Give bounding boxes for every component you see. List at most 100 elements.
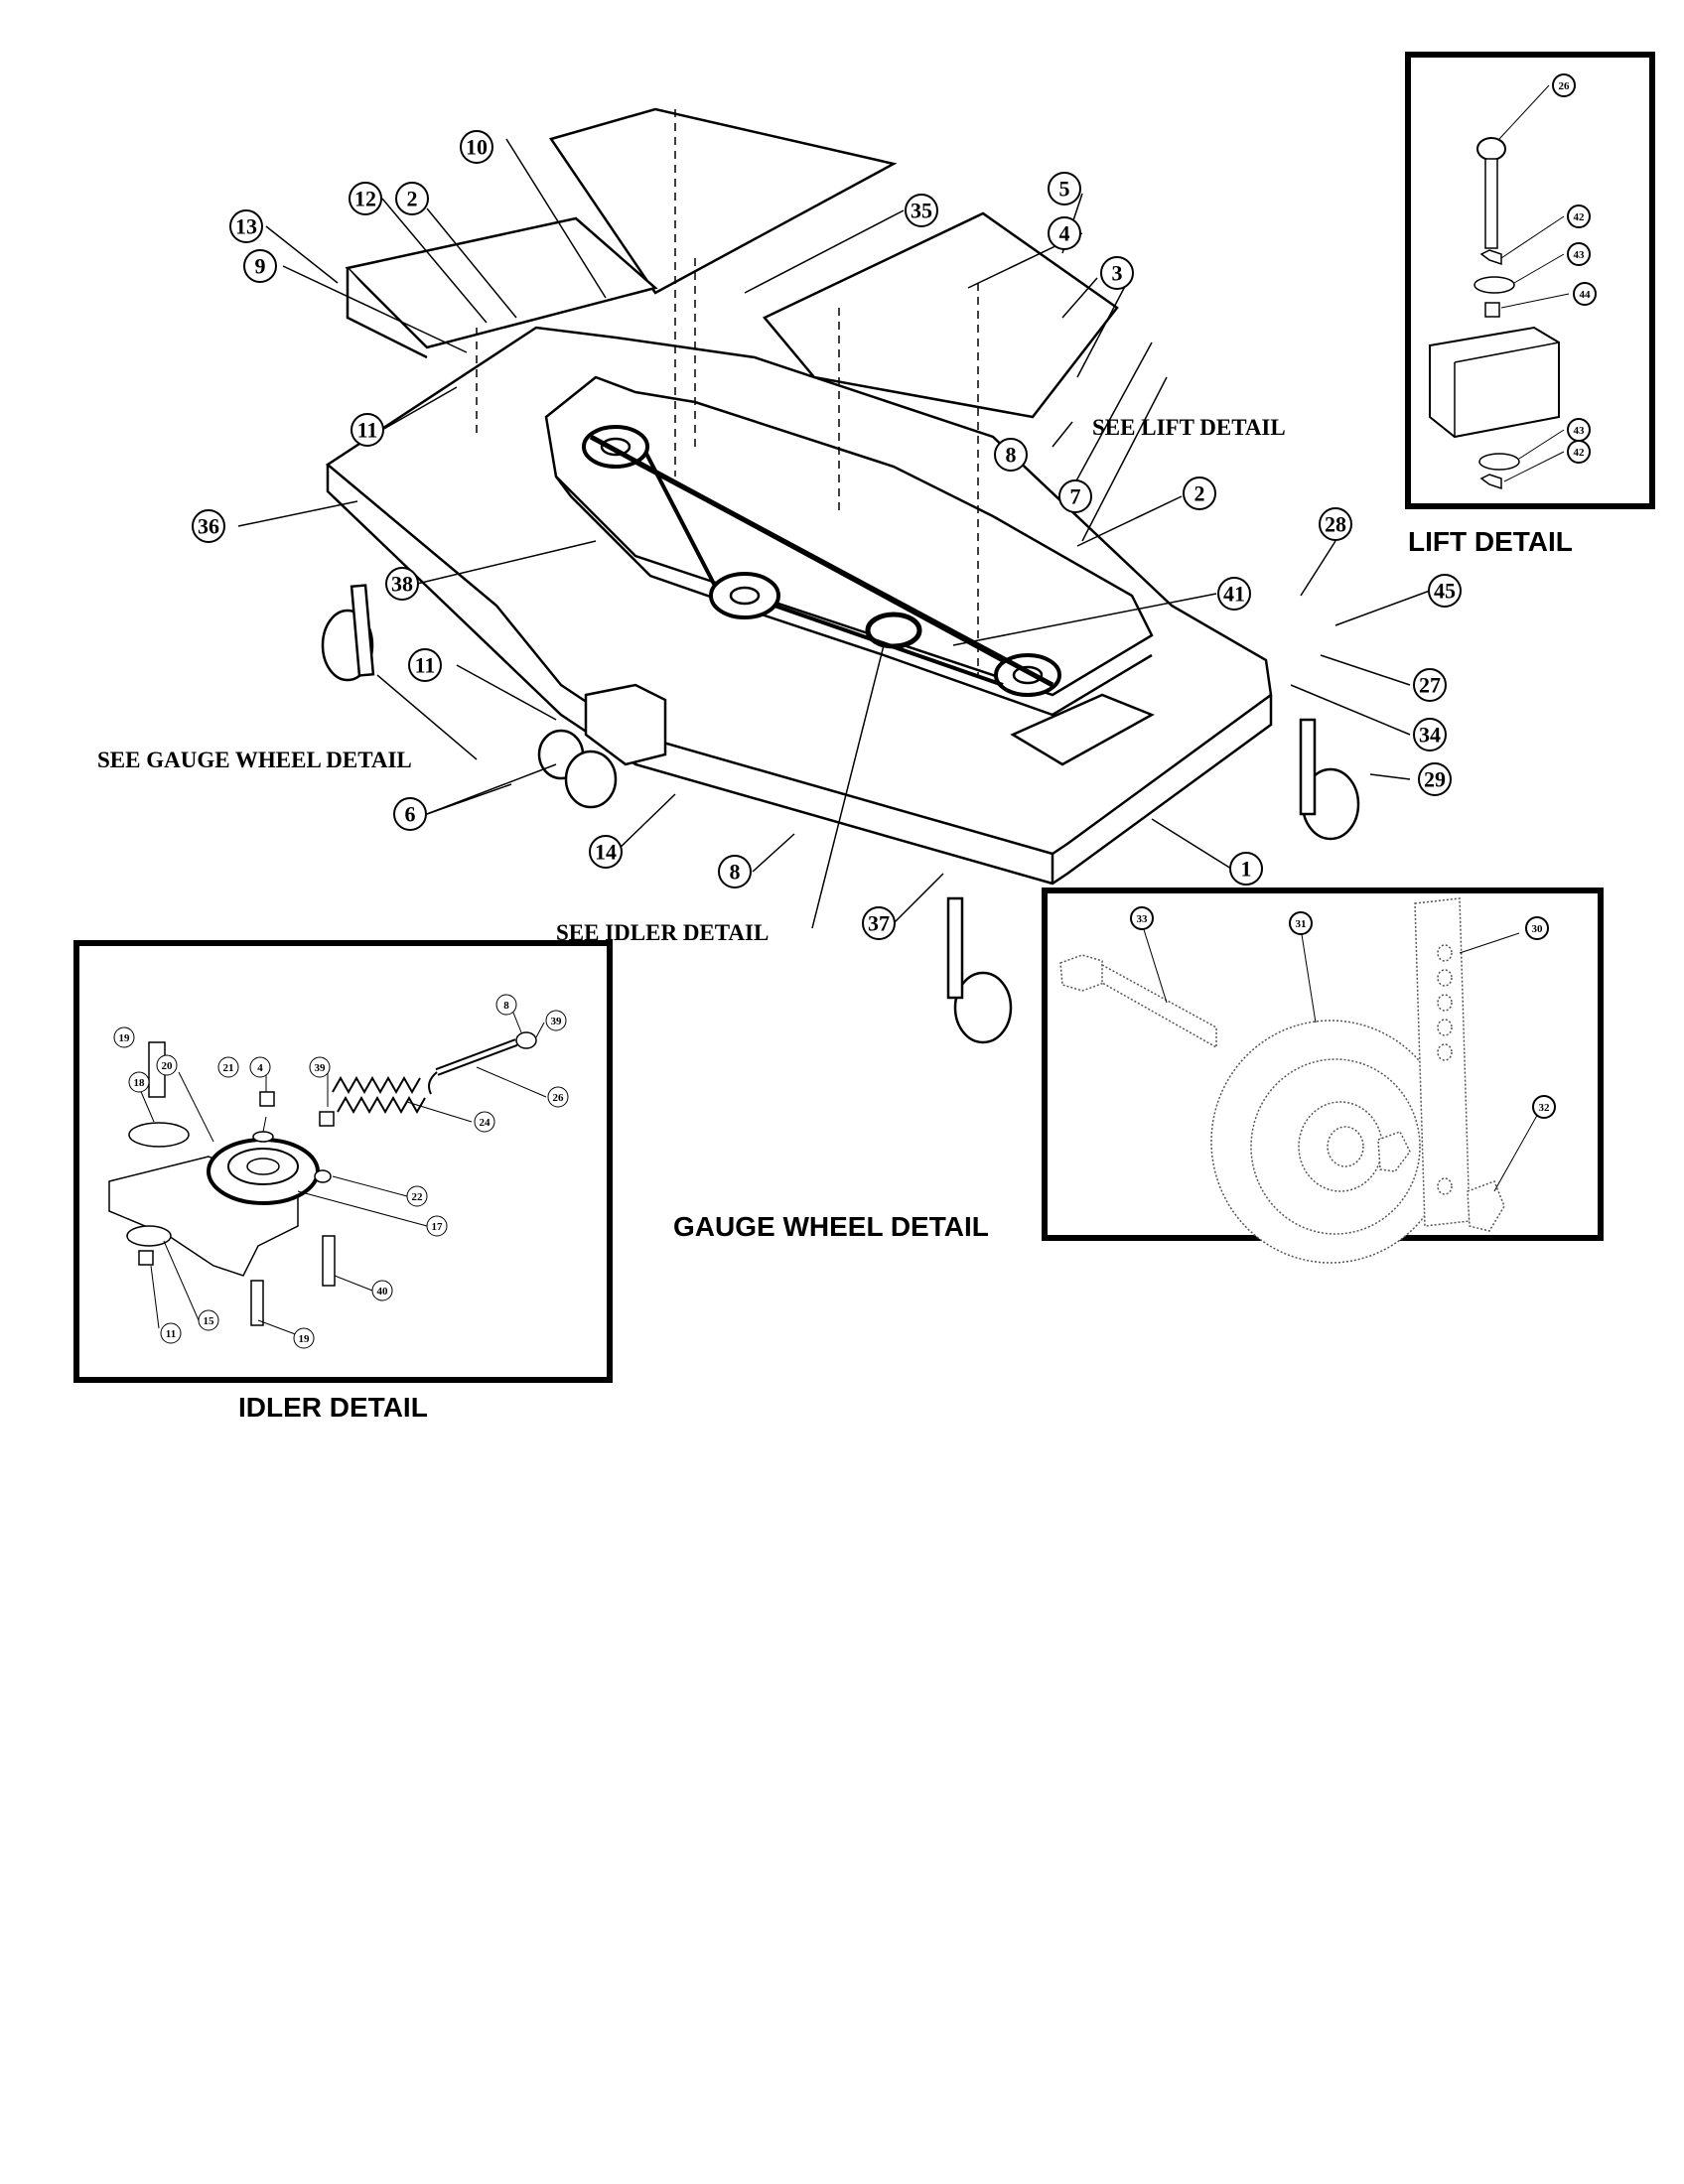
callout-circle [862, 906, 896, 940]
callout-number: 40 [377, 1286, 389, 1297]
callout-circle [1552, 73, 1576, 97]
callout-number: 28 [1325, 512, 1346, 537]
callout-circle [371, 1280, 393, 1301]
callout-number: 7 [1070, 484, 1081, 509]
callout-circle [393, 797, 427, 831]
callout-circle [385, 567, 419, 601]
callout-circle [1100, 256, 1134, 290]
callout-circle [1229, 852, 1263, 886]
callout-number: 6 [405, 802, 416, 827]
idler-detail-title: IDLER DETAIL [238, 1392, 428, 1423]
callout-number: 2 [407, 187, 418, 211]
gauge-wheel-detail-title: GAUGE WHEEL DETAIL [673, 1211, 989, 1242]
callout-number: 20 [162, 1060, 174, 1072]
callout-circle [1413, 668, 1447, 702]
callout-number: 17 [432, 1221, 444, 1233]
callout-number: 8 [503, 1000, 509, 1012]
callout-number: 19 [119, 1032, 131, 1044]
callout-circle [1319, 507, 1352, 541]
callout-number: 22 [412, 1191, 424, 1203]
callout-circle [1130, 906, 1154, 930]
callout-number: 10 [466, 135, 488, 160]
callout-circle [217, 1056, 239, 1078]
callout-circle [1567, 440, 1591, 464]
callout-number: 4 [1059, 221, 1070, 246]
callout-circle [905, 194, 938, 227]
callout-number: 3 [1112, 261, 1123, 286]
callout-number: 44 [1580, 289, 1592, 301]
callout-circle [293, 1327, 315, 1349]
callout-circle [545, 1010, 567, 1031]
callout-number: 33 [1137, 913, 1149, 925]
callout-circle [1428, 574, 1462, 608]
callout-number: 14 [595, 840, 617, 865]
callout-circle [1567, 205, 1591, 228]
callout-number: 35 [911, 199, 932, 223]
callout-circle [1058, 479, 1092, 513]
callout-circle [192, 509, 225, 543]
callout-circle [460, 130, 493, 164]
callout-number: 26 [553, 1092, 565, 1104]
callout-circle [395, 182, 429, 215]
leader-lines [237, 109, 1431, 929]
callout-circle [1217, 577, 1251, 611]
callout-circle [589, 835, 623, 869]
callout-number: 34 [1419, 723, 1441, 748]
callout-circle [128, 1071, 150, 1093]
callout-circle [309, 1056, 331, 1078]
callout-number: 1 [1241, 857, 1252, 882]
callout-number: 8 [730, 860, 741, 885]
callout-circle [160, 1322, 182, 1344]
callout-number: 4 [257, 1062, 263, 1074]
callout-number: 26 [1559, 80, 1571, 92]
callout-number: 43 [1574, 425, 1586, 437]
gauge-wheel-left [321, 584, 375, 682]
callout-circle [1289, 911, 1313, 935]
callout-number: 38 [391, 572, 413, 597]
callout-number: 39 [551, 1016, 563, 1027]
callout-number: 42 [1574, 211, 1586, 223]
callout-number: 2 [1194, 481, 1205, 506]
callout-number: 13 [235, 214, 257, 239]
callout-circle [156, 1054, 178, 1076]
callout-circle [406, 1185, 428, 1207]
callout-number: 21 [223, 1062, 234, 1074]
callout-circle [1567, 242, 1591, 266]
callout-circle [1525, 916, 1549, 940]
gauge-wheel-right [1299, 718, 1360, 841]
callout-circle [349, 182, 382, 215]
callout-circle [1573, 282, 1597, 306]
callout-number: 19 [299, 1333, 311, 1345]
callout-circle [198, 1309, 219, 1331]
callout-number: 32 [1539, 1102, 1551, 1114]
callout-circle [1418, 762, 1452, 796]
gauge-wheel-detail-panel: 33 31 30 32 [1042, 887, 1604, 1264]
callout-number: 15 [204, 1315, 215, 1327]
gauge-callouts: 33 31 30 32 [1130, 906, 1556, 1119]
callout-circle [1413, 718, 1447, 751]
callout-number: 5 [1059, 177, 1070, 202]
callout-number: 11 [166, 1328, 176, 1340]
callout-number: 12 [354, 187, 376, 211]
gauge-wheel-front [946, 896, 1013, 1044]
callout-number: 43 [1574, 249, 1586, 261]
callout-circle [1183, 477, 1216, 510]
mower-deck [325, 326, 1273, 886]
callout-circle [1048, 172, 1081, 205]
callout-number: 18 [134, 1077, 146, 1089]
callout-circle [718, 855, 752, 888]
callout-circle [495, 994, 517, 1016]
callout-number: 31 [1296, 918, 1307, 930]
callout-circle [1048, 216, 1081, 250]
callout-number: 45 [1434, 579, 1456, 604]
callout-circle [408, 648, 442, 682]
callout-number: 11 [357, 418, 378, 443]
discharge-chute [345, 107, 1119, 419]
callout-number: 30 [1532, 923, 1544, 935]
callout-circle [351, 413, 384, 447]
see-lift-detail-note: SEE LIFT DETAIL [1092, 415, 1286, 440]
